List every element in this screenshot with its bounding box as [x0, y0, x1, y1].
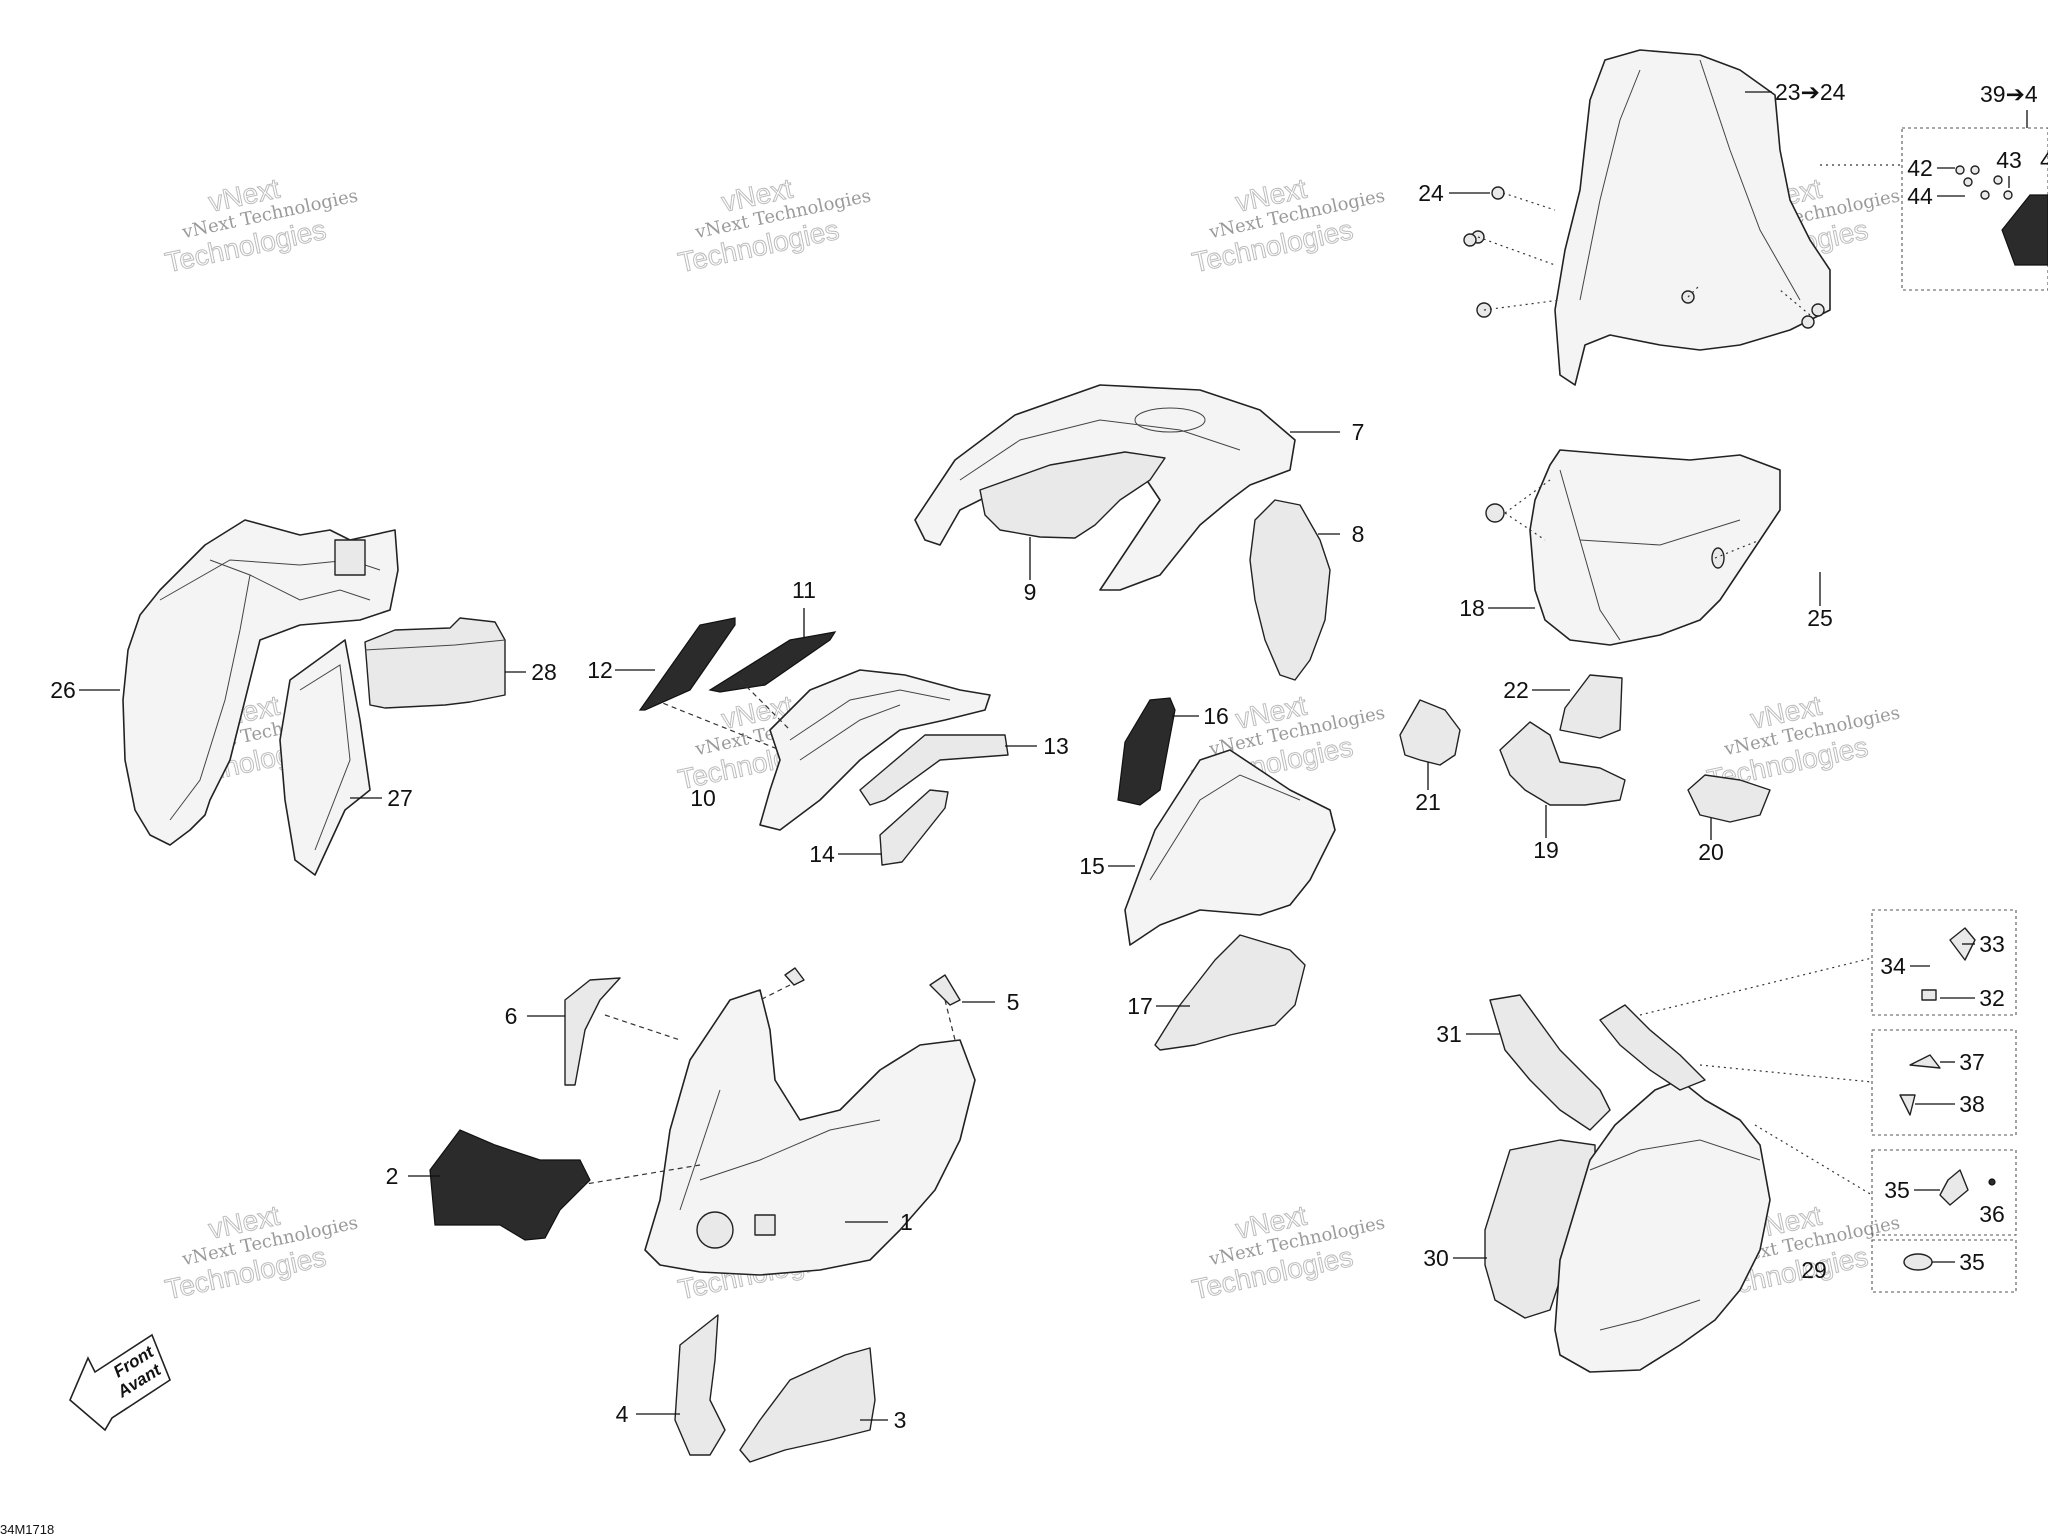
part-18-headlight-housing — [1485, 449, 1781, 646]
part-27-inner-panel — [279, 639, 371, 876]
part-11-vent-grille — [708, 631, 837, 693]
part-29-side-pod — [1554, 1004, 1771, 1373]
callout-label-c24: 24 — [1418, 180, 1444, 206]
callout-label-c2: 2 — [386, 1163, 399, 1189]
part-26-side-panel — [122, 519, 399, 846]
front-direction-arrow: Front Avant — [69, 1333, 171, 1432]
callout-label-c7: 7 — [1352, 419, 1365, 445]
callout-label-c27: 27 — [387, 785, 413, 811]
callout-label-c30: 30 — [1423, 1245, 1449, 1271]
callout-label-c17: 17 — [1127, 993, 1153, 1019]
callout-label-c28: 28 — [531, 659, 557, 685]
callout-label-c33: 33 — [1979, 931, 2005, 957]
part-8-side-liner — [1249, 499, 1331, 681]
callout-label-c36: 36 — [1979, 1201, 2005, 1227]
callout-label-c9: 9 — [1024, 579, 1037, 605]
part-21-bracket — [1399, 699, 1461, 766]
callout-label-c12: 12 — [587, 657, 613, 683]
part-2-lower-grille — [429, 1129, 591, 1241]
part-9-liner — [979, 451, 1166, 539]
callout-label-c29: 29 — [1801, 1257, 1827, 1283]
callout-label-c15: 15 — [1079, 853, 1105, 879]
callout-label-c39: 39➔4 — [1980, 81, 2038, 107]
callout-label-c35a: 35 — [1884, 1177, 1910, 1203]
callout-label-c11: 11 — [792, 577, 816, 603]
callout-label-c35b: 35 — [1959, 1249, 1985, 1275]
callout-label-c4x: 4 — [2040, 147, 2048, 173]
callout-label-c32: 32 — [1979, 985, 2005, 1011]
callout-label-c18: 18 — [1459, 595, 1485, 621]
callout-label-c34: 34 — [1880, 953, 1906, 979]
callout-label-c1: 1 — [900, 1209, 913, 1235]
part-23-windshield — [1554, 49, 1831, 386]
part-15-side-panel — [1124, 749, 1336, 946]
callout-label-c37: 37 — [1959, 1049, 1985, 1075]
callout-label-c25: 25 — [1807, 605, 1833, 631]
part-10-center-panel — [654, 669, 991, 831]
callout-label-c42: 42 — [1907, 155, 1933, 181]
callout-label-c31: 31 — [1436, 1021, 1462, 1047]
callout-label-c21: 21 — [1415, 789, 1441, 815]
part-12-vent-grille — [638, 617, 736, 711]
detail-box-35-36 — [1871, 1149, 2017, 1236]
callout-label-c16: 16 — [1203, 703, 1229, 729]
part-19-rubber — [1499, 721, 1626, 806]
part-16-vent-grille — [1117, 697, 1176, 806]
callout-label-c3: 3 — [894, 1407, 907, 1433]
callout-label-c43: 43 — [1996, 147, 2022, 173]
callout-label-c19: 19 — [1533, 837, 1559, 863]
dotted-leaders — [579, 164, 1902, 1196]
callout-label-c10: 10 — [690, 785, 716, 811]
callout-label-c4: 4 — [616, 1401, 629, 1427]
part-14-foam-strip — [879, 789, 949, 866]
part-22-foam — [1559, 674, 1623, 739]
callout-label-c22: 22 — [1503, 677, 1529, 703]
callout-label-c38: 38 — [1959, 1091, 1985, 1117]
detail-box-35 — [1871, 1239, 2017, 1293]
detail-box-37-38 — [1871, 1029, 2017, 1136]
part-17-foam — [1154, 934, 1306, 1051]
callout-label-c8: 8 — [1352, 521, 1365, 547]
callout-label-c5: 5 — [1007, 989, 1020, 1015]
part-4-lower-panel — [674, 1314, 726, 1456]
part-13-foam-strip — [859, 734, 1009, 806]
callout-label-c13: 13 — [1043, 733, 1069, 759]
callout-label-c26: 26 — [50, 677, 76, 703]
callout-label-c14: 14 — [809, 841, 835, 867]
part-20-bracket — [1687, 774, 1771, 823]
callout-label-c23: 23➔24 — [1775, 79, 1846, 105]
part-28-foam-block — [364, 617, 506, 709]
drawing-code: 34M1718 — [0, 1522, 54, 1536]
part-31-side-panel — [1489, 994, 1611, 1131]
part-3-lower-panel — [739, 1347, 876, 1463]
callout-label-c20: 20 — [1698, 839, 1724, 865]
detail-box-39-44 — [1901, 127, 2048, 291]
part-1-front-nose — [644, 989, 976, 1276]
callout-label-c6: 6 — [505, 1003, 518, 1029]
callout-label-c44: 44 — [1907, 183, 1933, 209]
part-6-bracket — [564, 977, 621, 1086]
detail-box-32-34 — [1871, 909, 2017, 1016]
hardware-fasteners — [784, 165, 2048, 1271]
